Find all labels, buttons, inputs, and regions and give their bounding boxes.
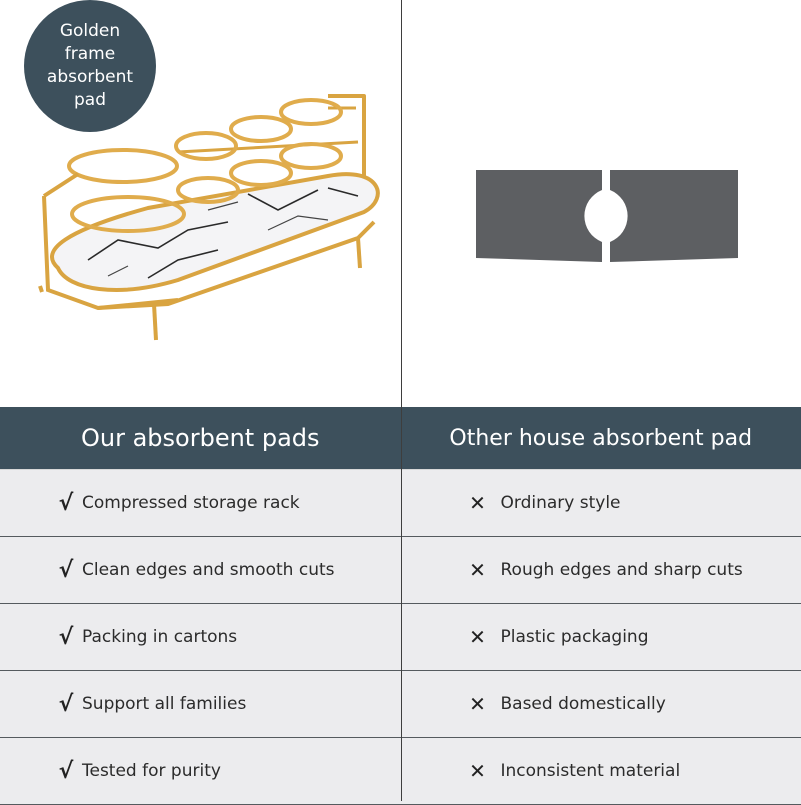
- cross-icon: ✕: [469, 692, 487, 716]
- theirs-cell: ✕ Based domestically: [401, 671, 801, 737]
- ours-cell: √ Support all families: [0, 671, 401, 737]
- ours-cell: √ Clean edges and smooth cuts: [0, 537, 401, 603]
- cross-icon: ✕: [469, 625, 487, 649]
- cross-icon: ✕: [469, 558, 487, 582]
- ours-label: Compressed storage rack: [82, 493, 300, 513]
- theirs-label: Ordinary style: [501, 493, 621, 513]
- theirs-label: Based domestically: [501, 694, 666, 714]
- theirs-label: Rough edges and sharp cuts: [501, 560, 743, 580]
- check-icon: √: [58, 491, 74, 516]
- theirs-cell: ✕ Ordinary style: [401, 470, 801, 536]
- ours-cell: √ Tested for purity: [0, 738, 401, 804]
- badge-label: Golden frame absorbent pad: [40, 20, 140, 112]
- ours-label: Tested for purity: [82, 761, 221, 781]
- theirs-cell: ✕ Inconsistent material: [401, 738, 801, 804]
- ours-label: Clean edges and smooth cuts: [82, 560, 335, 580]
- ours-label: Support all families: [82, 694, 246, 714]
- theirs-label: Plastic packaging: [501, 627, 649, 647]
- ours-cell: √ Compressed storage rack: [0, 470, 401, 536]
- header-ours: Our absorbent pads: [0, 407, 401, 469]
- ours-label: Packing in cartons: [82, 627, 237, 647]
- header-theirs: Other house absorbent pad: [401, 407, 801, 469]
- cross-icon: ✕: [469, 491, 487, 515]
- cross-icon: ✕: [469, 759, 487, 783]
- ours-cell: √ Packing in cartons: [0, 604, 401, 670]
- theirs-cell: ✕ Rough edges and sharp cuts: [401, 537, 801, 603]
- theirs-label: Inconsistent material: [501, 761, 681, 781]
- product-badge: Golden frame absorbent pad: [24, 0, 156, 132]
- check-icon: √: [58, 759, 74, 784]
- theirs-cell: ✕ Plastic packaging: [401, 604, 801, 670]
- check-icon: √: [58, 558, 74, 583]
- gray-pad-image: [474, 166, 740, 262]
- column-divider: [401, 0, 402, 801]
- check-icon: √: [58, 692, 74, 717]
- check-icon: √: [58, 625, 74, 650]
